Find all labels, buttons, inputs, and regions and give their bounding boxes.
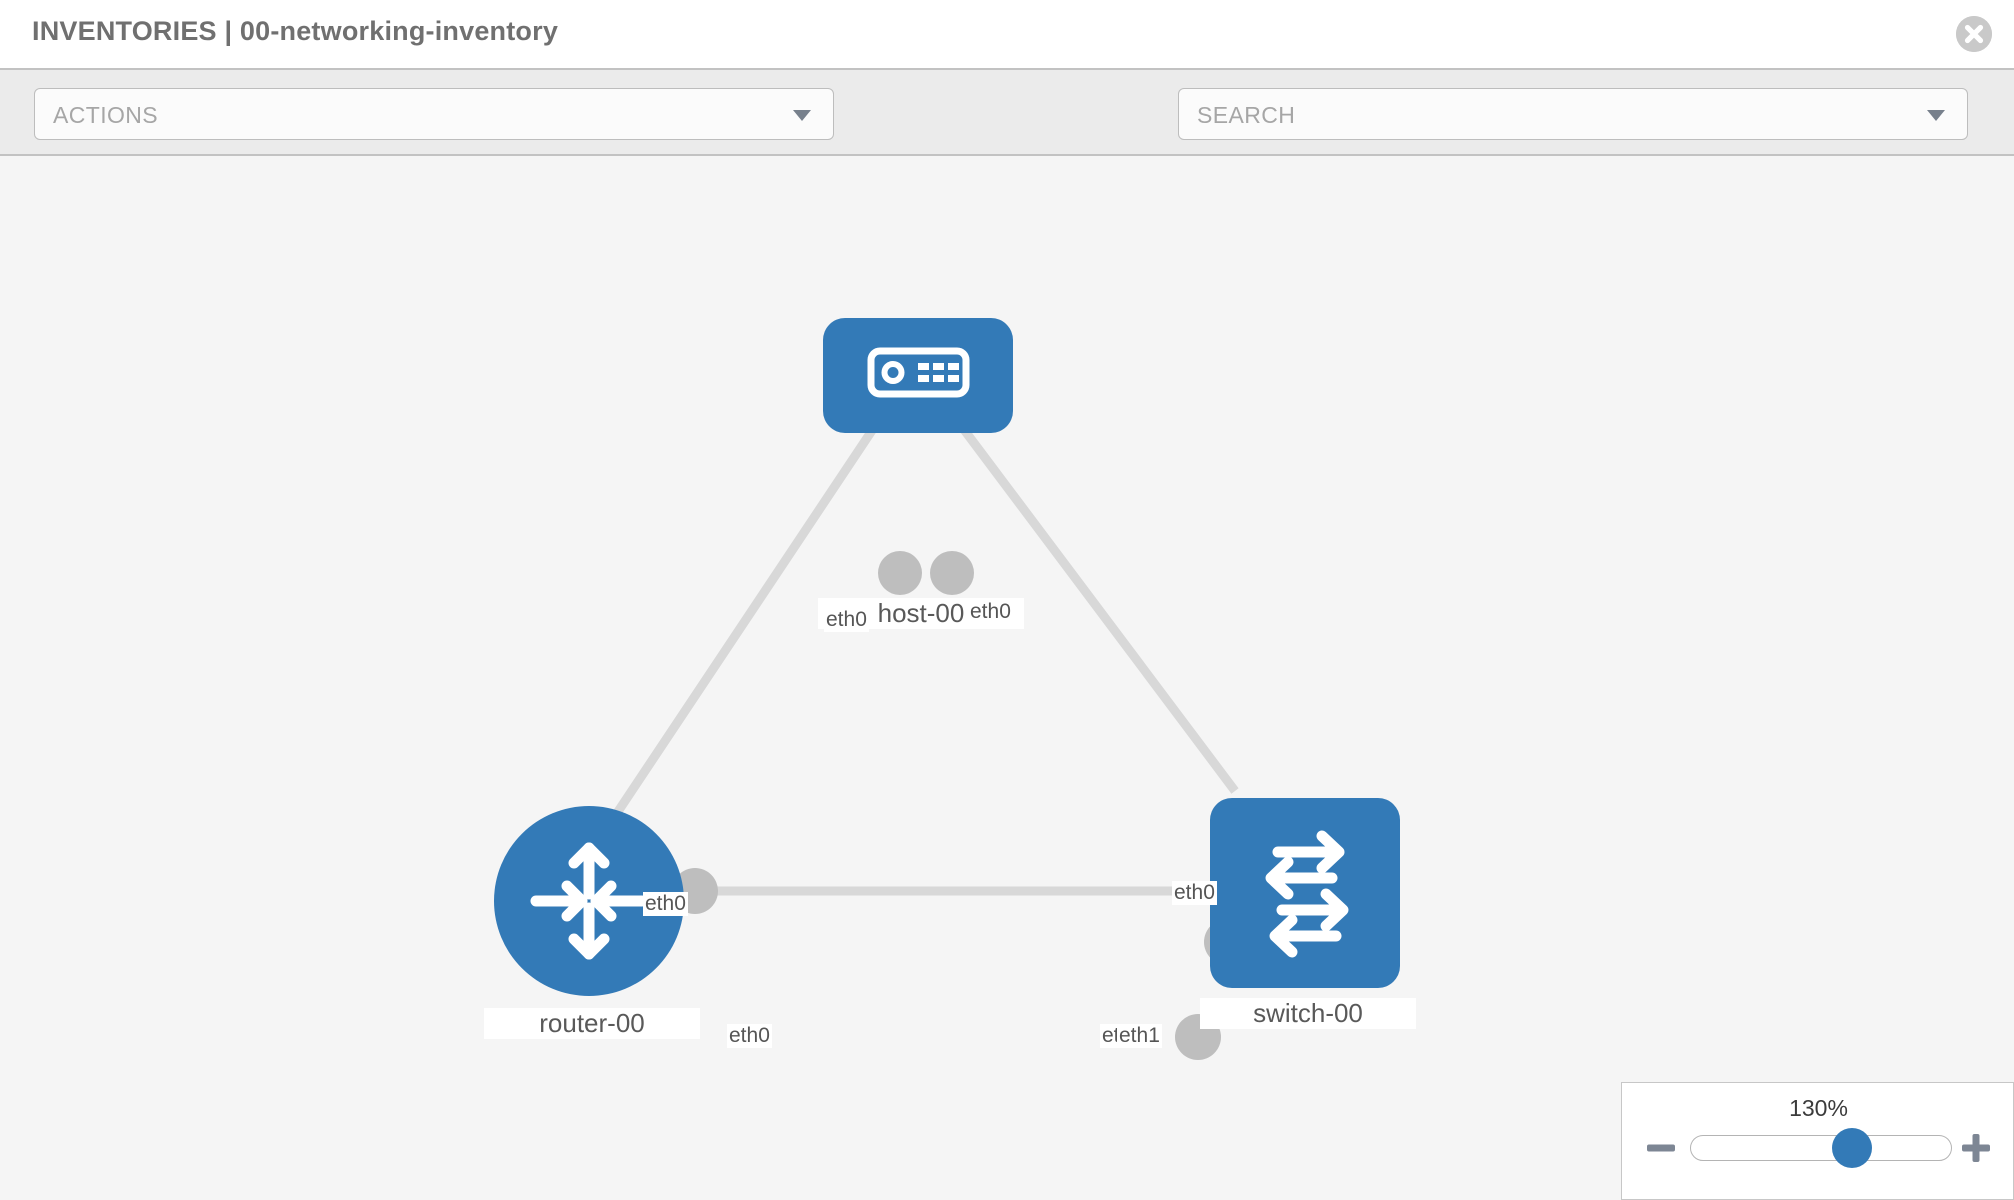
connector-knob-host00-left[interactable]: [878, 551, 922, 595]
chevron-down-icon[interactable]: [1927, 110, 1945, 121]
node-switch-00-shape: [1210, 798, 1400, 988]
iflabel-host00-to-router00: eth0: [824, 608, 869, 632]
server-icon: [867, 347, 970, 398]
link-host00-router00: [611, 408, 889, 819]
topology-links-layer: [611, 408, 1239, 896]
iflabel-switch00-to-router00-b: eth1: [1117, 1024, 1162, 1048]
node-host-00[interactable]: host-00: [818, 318, 1024, 629]
page-title: INVENTORIES | 00-networking-inventory: [32, 16, 559, 46]
zoom-level-value: 130%: [1789, 1095, 1848, 1121]
switch-arrows-icon: [1265, 830, 1349, 958]
node-host-00-shape: [823, 318, 1013, 433]
node-switch-00[interactable]: switch-00: [1200, 798, 1416, 1029]
actions-dropdown[interactable]: ACTIONS: [34, 88, 834, 140]
page-header: INVENTORIES | 00-networking-inventory: [0, 0, 2014, 68]
actions-dropdown-label: ACTIONS: [53, 102, 159, 128]
iflabel-switch00-from-host00: eth0: [1172, 881, 1217, 905]
toolbar: ACTIONS SEARCH: [0, 68, 2014, 203]
node-router-00-label: router-00: [484, 1008, 700, 1039]
topology-canvas[interactable]: host-00: [0, 156, 2014, 1200]
zoom-control-panel: 130%: [1621, 1082, 2014, 1200]
iflabel-host00-to-switch00: eth0: [968, 600, 1013, 624]
connector-knob-host00-right[interactable]: [930, 551, 974, 595]
search-placeholder: SEARCH: [1197, 102, 1296, 128]
plus-icon[interactable]: [1959, 1131, 1993, 1165]
node-switch-00-label: switch-00: [1200, 998, 1416, 1029]
chevron-down-icon: [793, 110, 811, 121]
minus-icon[interactable]: [1644, 1131, 1678, 1165]
link-host00-switch00: [946, 408, 1239, 794]
zoom-slider-track[interactable]: [1690, 1135, 1952, 1161]
close-icon[interactable]: [1956, 16, 1992, 52]
iflabel-router00-to-switch00: eth0: [727, 1024, 772, 1048]
zoom-slider-thumb[interactable]: [1832, 1128, 1873, 1168]
router-arrows-icon: [530, 842, 648, 960]
search-input[interactable]: SEARCH: [1178, 88, 1968, 140]
iflabel-router00-from-host00: eth0: [643, 892, 688, 916]
